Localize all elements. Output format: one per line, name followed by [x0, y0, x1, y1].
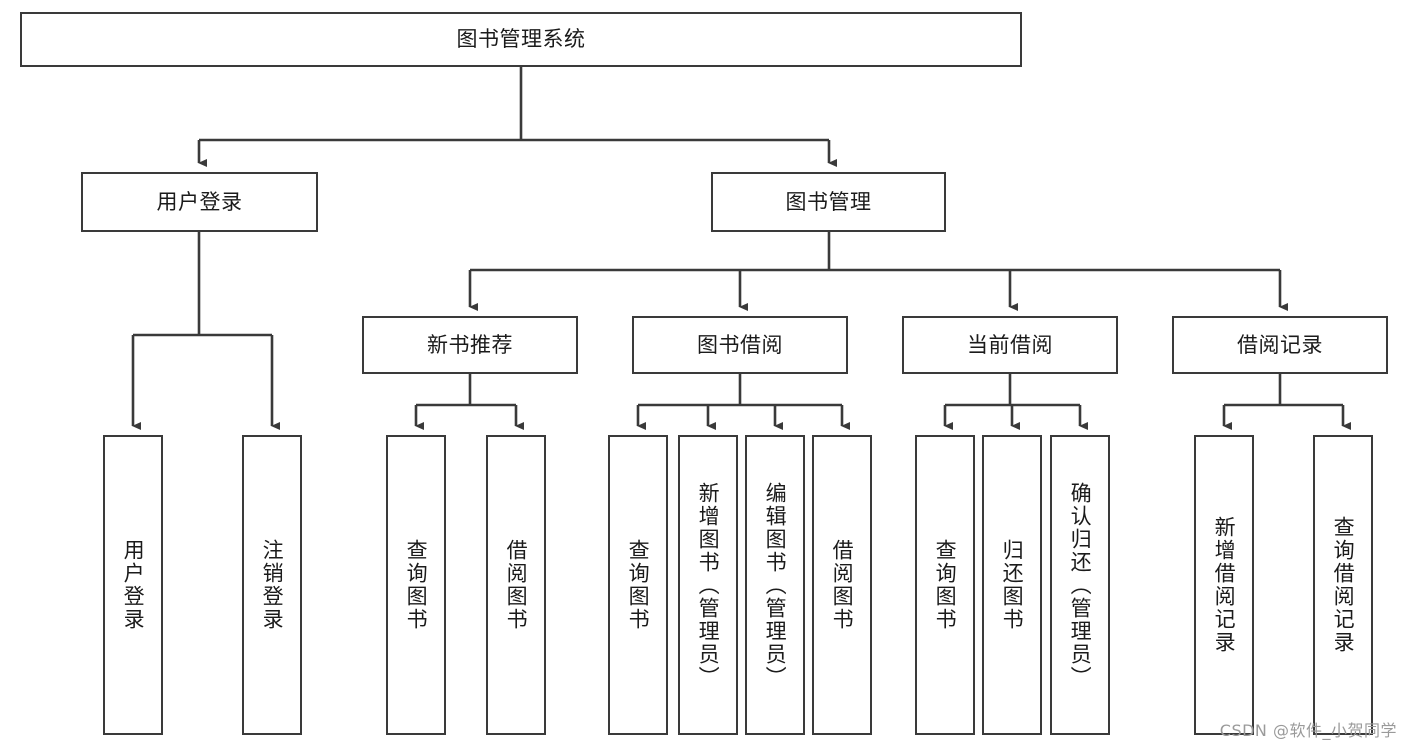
node-label: 确认归还（管理员）: [1068, 481, 1093, 689]
node-label: 图书管理系统: [456, 27, 586, 52]
leaf-node[interactable]: 新增图书（管理员）: [678, 435, 738, 735]
level3-node[interactable]: 借阅记录: [1172, 316, 1388, 374]
node-label: 借阅图书: [504, 539, 529, 631]
node-label: 图书借阅: [697, 332, 783, 357]
node-label: 查询图书: [933, 539, 958, 631]
leaf-node[interactable]: 借阅图书: [486, 435, 546, 735]
leaf-node[interactable]: 归还图书: [982, 435, 1042, 735]
leaf-node[interactable]: 用户登录: [103, 435, 163, 735]
level2-node[interactable]: 用户登录: [81, 172, 318, 232]
node-label: 图书管理: [785, 189, 872, 214]
node-label: 用户登录: [156, 189, 243, 214]
node-label: 查询图书: [404, 539, 429, 631]
node-label: 借阅记录: [1237, 332, 1323, 357]
node-label: 归还图书: [1000, 539, 1025, 631]
leaf-node[interactable]: 查询借阅记录: [1313, 435, 1373, 735]
leaf-node[interactable]: 查询图书: [608, 435, 668, 735]
level3-node[interactable]: 当前借阅: [902, 316, 1118, 374]
root-node[interactable]: 图书管理系统: [20, 12, 1022, 67]
csdn-watermark: CSDN @软件_小贺同学: [1219, 721, 1397, 740]
node-label: 借阅图书: [830, 539, 855, 631]
leaf-node[interactable]: 借阅图书: [812, 435, 872, 735]
node-label: 新增图书（管理员）: [696, 481, 721, 689]
leaf-node[interactable]: 查询图书: [915, 435, 975, 735]
leaf-node[interactable]: 确认归还（管理员）: [1050, 435, 1110, 735]
node-label: 新书推荐: [427, 332, 513, 357]
node-label: 查询图书: [626, 539, 651, 631]
node-label: 当前借阅: [967, 332, 1053, 357]
leaf-node[interactable]: 新增借阅记录: [1194, 435, 1254, 735]
node-label: 查询借阅记录: [1331, 516, 1356, 654]
level3-node[interactable]: 图书借阅: [632, 316, 848, 374]
leaf-node[interactable]: 编辑图书（管理员）: [745, 435, 805, 735]
leaf-node[interactable]: 查询图书: [386, 435, 446, 735]
leaf-node[interactable]: 注销登录: [242, 435, 302, 735]
node-label: 注销登录: [260, 539, 285, 631]
level3-node[interactable]: 新书推荐: [362, 316, 578, 374]
level2-node[interactable]: 图书管理: [711, 172, 946, 232]
node-label: 新增借阅记录: [1212, 516, 1237, 654]
node-label: 编辑图书（管理员）: [763, 481, 788, 689]
node-label: 用户登录: [121, 539, 146, 631]
